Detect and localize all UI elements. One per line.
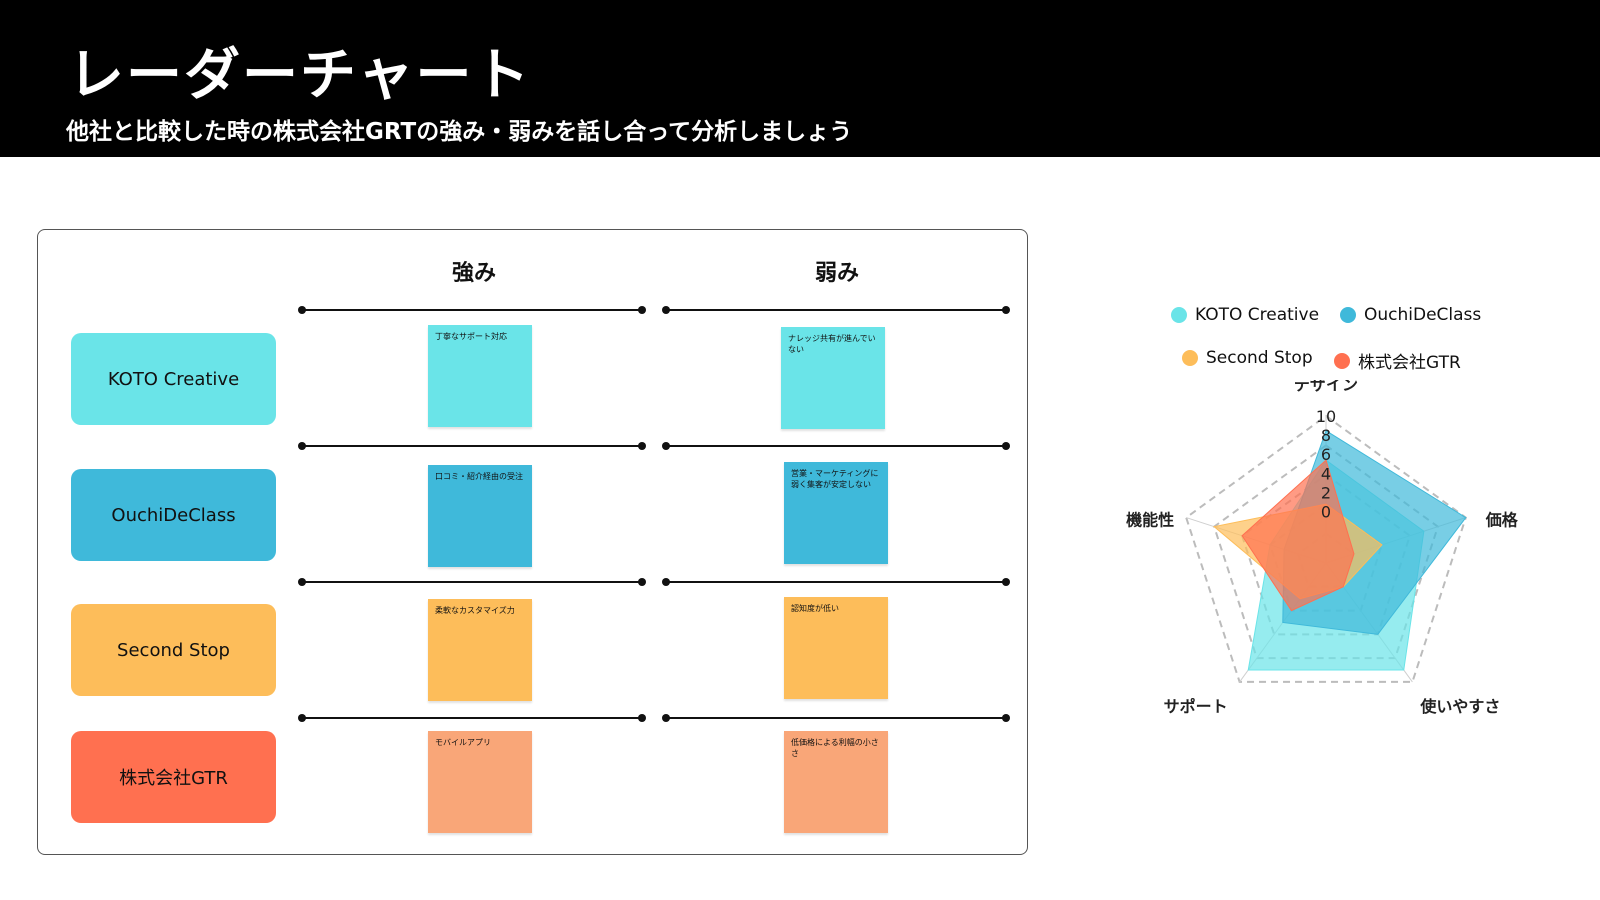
company-label-second-stop: Second Stop xyxy=(71,604,276,696)
radar-tick-label: 8 xyxy=(1321,426,1331,445)
legend-item-ouchideclass[interactable]: OuchiDeClass xyxy=(1340,305,1481,325)
page-title: レーダーチャート xyxy=(68,43,532,108)
radar-grid-ring xyxy=(1185,414,1467,683)
legend-label: Second Stop xyxy=(1206,348,1313,368)
radar-tick-label: 0 xyxy=(1321,503,1331,522)
legend-item-gtr[interactable]: 株式会社GTR xyxy=(1334,348,1461,373)
strengths-column-header: 強み xyxy=(451,261,496,286)
sticky-note-strength[interactable]: モバイルアプリ xyxy=(428,731,532,833)
radar-tick-label: 4 xyxy=(1321,464,1331,483)
legend-marker xyxy=(1340,307,1356,323)
sticky-note-weakness[interactable]: 営業・マーケティングに弱く集客が安定しない xyxy=(784,462,888,564)
radar-tick-label: 10 xyxy=(1316,407,1336,426)
legend-marker xyxy=(1334,352,1350,369)
divider-line xyxy=(662,442,1010,450)
company-label-gtr: 株式会社GTR xyxy=(71,731,276,823)
radar-tick-label: 2 xyxy=(1321,483,1331,502)
radar-axis-label: サポート xyxy=(1164,697,1228,716)
header-bar: レーダーチャート 他社と比較した時の株式会社GRTの強み・弱みを話し合って分析し… xyxy=(0,0,1600,157)
divider-line xyxy=(298,442,646,450)
legend-label: OuchiDeClass xyxy=(1364,305,1482,325)
sticky-note-strength[interactable]: 柔軟なカスタマイズ力 xyxy=(428,599,532,701)
radar-axis-label: デザイン xyxy=(1294,380,1358,394)
sticky-note-strength[interactable]: 丁寧なサポート対応 xyxy=(428,325,532,427)
sticky-note-weakness[interactable]: 認知度が低い xyxy=(784,597,888,699)
company-label-ouchideclass: OuchiDeClass xyxy=(71,469,276,561)
radar-grid-ring xyxy=(1212,444,1440,660)
divider-line xyxy=(298,714,646,722)
page-subtitle: 他社と比較した時の株式会社GRTの強み・弱みを話し合って分析しましょう xyxy=(66,119,853,145)
radar-axis-label: 使いやすさ xyxy=(1419,697,1500,716)
sticky-note-weakness[interactable]: 低価格による利幅の小ささ xyxy=(784,731,888,833)
company-label-koto-creative: KOTO Creative xyxy=(71,333,276,425)
legend-item-koto-creative[interactable]: KOTO Creative xyxy=(1171,305,1319,325)
divider-line xyxy=(662,714,1010,722)
radar-axis-label: 機能性 xyxy=(1126,511,1174,530)
legend-marker xyxy=(1182,350,1198,366)
divider-line xyxy=(298,578,646,586)
weaknesses-column-header: 弱み xyxy=(814,261,859,286)
radar-series-area xyxy=(1241,459,1355,612)
radar-axis-label: 価格 xyxy=(1485,511,1519,530)
sticky-note-weakness[interactable]: ナレッジ共有が進んでいない xyxy=(781,327,885,429)
legend-item-second-stop[interactable]: Second Stop xyxy=(1182,348,1313,368)
radar-tick-label: 6 xyxy=(1321,445,1331,464)
sticky-note-strength[interactable]: 口コミ・紹介経由の受注 xyxy=(428,465,532,567)
divider-line xyxy=(662,578,1010,586)
legend-label: KOTO Creative xyxy=(1195,305,1320,325)
legend-label: 株式会社GTR xyxy=(1358,353,1461,373)
divider-line xyxy=(662,306,1010,314)
legend-marker xyxy=(1171,307,1187,323)
divider-line xyxy=(298,306,646,314)
